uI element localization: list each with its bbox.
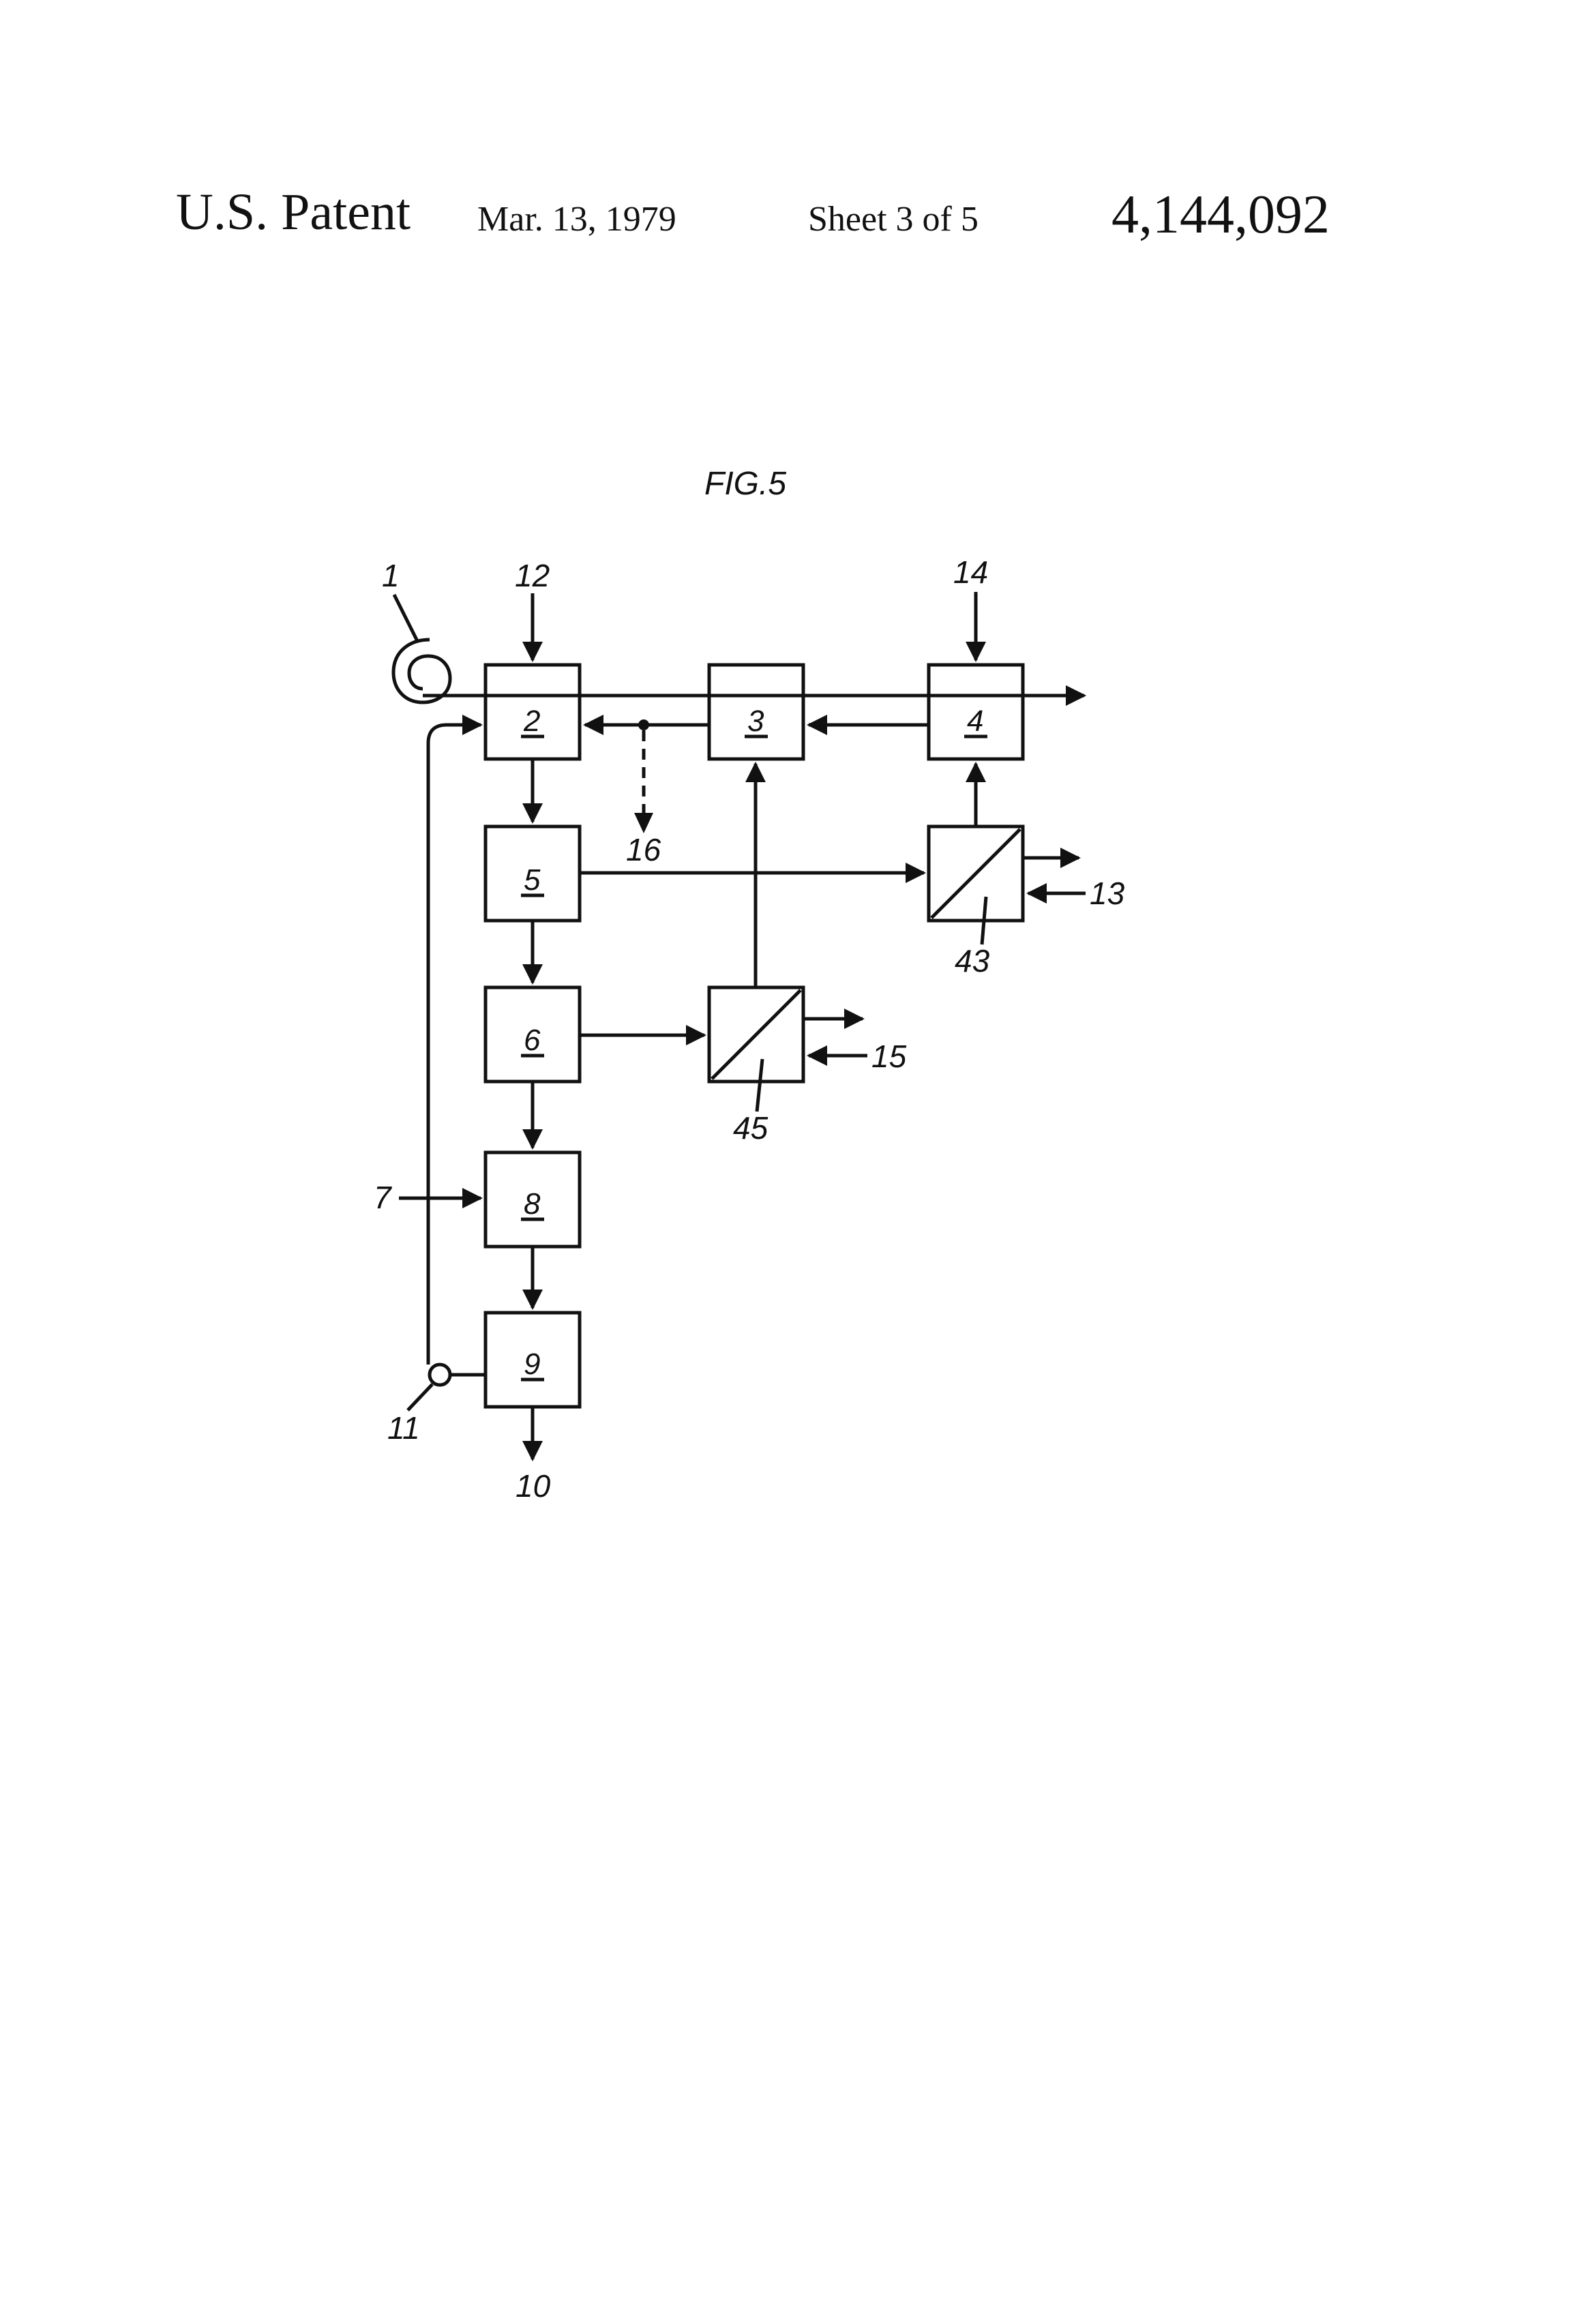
leader-11 <box>408 1384 432 1410</box>
block-2-label: 2 <box>523 704 540 738</box>
figure-title: FIG.5 <box>704 466 786 502</box>
ref-7: 7 <box>374 1180 392 1215</box>
branch-point <box>638 719 649 730</box>
ref-45: 45 <box>733 1110 768 1146</box>
leader-1 <box>394 595 417 641</box>
ref-13: 13 <box>1090 876 1125 911</box>
ref-1: 1 <box>382 558 400 593</box>
ref-16: 16 <box>626 832 661 867</box>
ref-12: 12 <box>515 558 550 593</box>
ref-14: 14 <box>953 554 988 590</box>
pump-11-icon <box>430 1365 450 1385</box>
ref-11: 11 <box>387 1410 420 1446</box>
block-5-label: 5 <box>524 863 541 897</box>
ref-43: 43 <box>955 943 990 979</box>
block-4-label: 4 <box>967 704 983 738</box>
ref-15: 15 <box>871 1039 907 1074</box>
block-6-label: 6 <box>524 1024 541 1057</box>
coil-spiral-icon <box>393 640 450 702</box>
recycle-line-to-2 <box>428 725 481 1365</box>
dashed-arrowhead <box>634 813 653 833</box>
block-8-label: 8 <box>524 1187 541 1221</box>
block-9-label: 9 <box>524 1347 540 1381</box>
ref-10: 10 <box>516 1468 551 1504</box>
block-3-label: 3 <box>747 704 764 738</box>
